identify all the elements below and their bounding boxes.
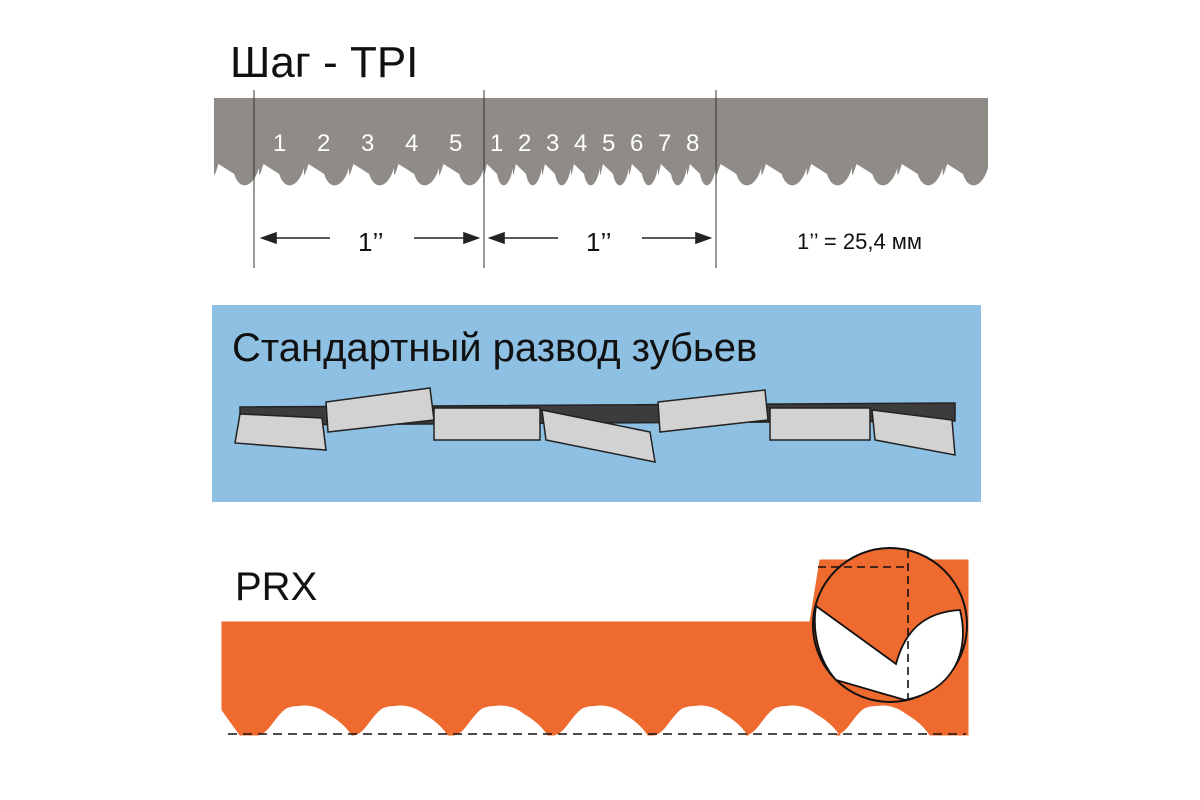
tooth-number: 5: [449, 130, 463, 157]
set-title: Стандартный развод зубьев: [232, 326, 758, 370]
conversion-label: 1’’ = 25,4 мм: [797, 229, 923, 254]
inch-label: 1’’: [358, 227, 384, 257]
prx-gullet: [774, 705, 822, 722]
inch-label: 1’’: [586, 227, 612, 257]
magnifier-detail: [812, 547, 968, 703]
tooth-number: 2: [317, 130, 331, 157]
tpi-title: Шаг - TPI: [230, 38, 419, 87]
tooth-number: 8: [686, 130, 700, 157]
tooth-left-set: [541, 409, 656, 463]
saw-blade-tpi: [214, 98, 988, 186]
tooth-number: 7: [658, 130, 672, 157]
tooth-number: 3: [546, 130, 560, 157]
tooth-number: 4: [574, 130, 588, 157]
tooth-straight: [433, 407, 541, 441]
tooth-number: 5: [602, 130, 616, 157]
tooth-straight: [769, 407, 871, 441]
tooth-left-set: [871, 409, 956, 456]
tooth-number: 1: [490, 130, 504, 157]
prx-gullet: [382, 705, 430, 722]
prx-blade: [221, 559, 969, 736]
prx-gullet: [286, 705, 334, 722]
prx-gullet: [682, 705, 730, 722]
magnified-gullet: [813, 604, 964, 701]
tooth-number: 1: [273, 130, 287, 157]
prx-title: PRX: [235, 565, 318, 609]
prx-gullet: [482, 705, 530, 722]
tooth-number: 6: [630, 130, 644, 157]
tooth-right-set: [657, 389, 769, 433]
prx-gullet: [582, 705, 630, 722]
tooth-left-set: [234, 413, 327, 451]
tooth-number: 2: [518, 130, 532, 157]
tooth-number: 4: [405, 130, 419, 157]
tooth-number: 3: [361, 130, 375, 157]
prx-gullet: [864, 705, 912, 722]
